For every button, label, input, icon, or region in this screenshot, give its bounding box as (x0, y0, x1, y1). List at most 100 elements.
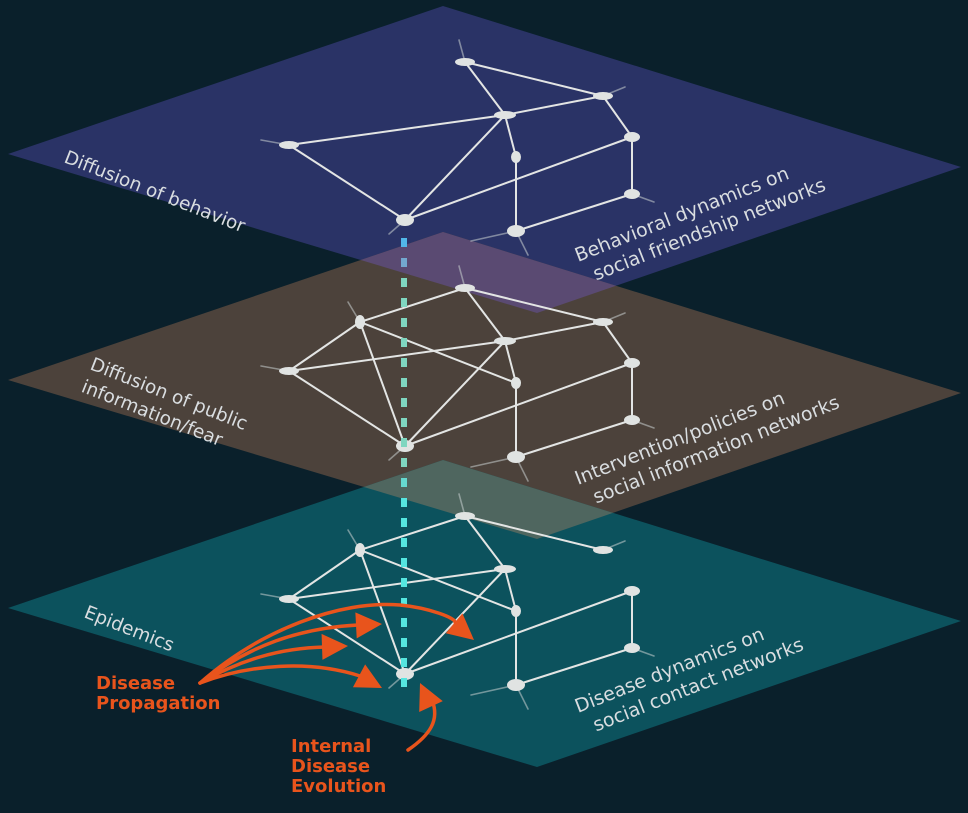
edge-J-A (359, 515, 466, 551)
edge-C-D (288, 340, 506, 372)
node-D (279, 595, 299, 603)
edge-J-D (288, 321, 361, 372)
node-C (494, 565, 516, 573)
propagation-arrow-1-head (445, 613, 474, 640)
edge-J-F (359, 321, 517, 384)
evolution-arrow-shaft (406, 698, 437, 752)
edge-G-I (515, 419, 633, 458)
propagation-arrow-2-shaft (198, 623, 360, 685)
propagation-line-2: Propagation (96, 693, 220, 714)
edge-C-B (504, 321, 604, 342)
edge-G-I (515, 647, 633, 686)
propagation-arrow-2-head (355, 612, 382, 639)
node-G (624, 189, 640, 199)
coupling-dash (401, 558, 407, 567)
evolution-arrow-head (419, 683, 443, 713)
edge-C-F (504, 340, 517, 384)
node-B (593, 92, 613, 100)
edge-C-F (504, 114, 517, 158)
coupling-dash (401, 438, 407, 447)
node-F (511, 605, 521, 617)
evolution-line-3: Evolution (291, 776, 386, 797)
coupling-dash (401, 458, 407, 467)
node-C (494, 111, 516, 119)
network-behavior (260, 39, 655, 256)
node-J (355, 315, 365, 329)
propagation-arrow-3-head (321, 633, 348, 660)
node-A (455, 284, 475, 292)
overlap-information-epidemics (363, 460, 613, 539)
node-E (624, 586, 640, 596)
coupling-dash (401, 538, 407, 547)
edge-J-F (359, 549, 517, 612)
node-B (593, 318, 613, 326)
edge-D-H (288, 144, 406, 221)
coupling-dash (401, 318, 407, 327)
edge-C-H (404, 114, 506, 221)
edge-C-D (288, 568, 506, 600)
edge-C-B (504, 95, 604, 116)
propagation-arrow-3-shaft (198, 645, 327, 685)
coupling-dash (401, 678, 407, 687)
layer-planes (8, 6, 961, 767)
edge-E-H (404, 136, 633, 221)
edge-D-H (288, 598, 406, 675)
node-D (279, 367, 299, 375)
disease-propagation-label: Disease Propagation (96, 673, 220, 714)
evolution-line-2: Disease (291, 756, 370, 777)
edge-E-H (404, 362, 633, 447)
coupling-dash (401, 378, 407, 387)
coupling-dash (401, 238, 407, 247)
coupling-dash (401, 638, 407, 647)
node-F (511, 377, 521, 389)
interlayer-coupling-line (401, 238, 407, 687)
plane-information (8, 232, 961, 539)
network-information (260, 265, 655, 482)
edge-C-F (504, 568, 517, 612)
node-B (593, 546, 613, 554)
edge-A-C (464, 61, 506, 116)
node-E (624, 132, 640, 142)
coupling-dash (401, 398, 407, 407)
overlap-behavior-information (360, 232, 617, 313)
node-A (455, 58, 475, 66)
internal-disease-evolution-label: Internal Disease Evolution (291, 736, 386, 797)
coupling-dash (401, 498, 407, 507)
coupling-dash (401, 418, 407, 427)
propagation-arrow-4-head (352, 664, 382, 688)
layer-networks (260, 39, 655, 710)
node-D (279, 141, 299, 149)
node-J (355, 543, 365, 557)
coupling-dash (401, 658, 407, 667)
node-I (507, 451, 525, 463)
edge-E-H (404, 590, 633, 675)
coupling-dash (401, 598, 407, 607)
propagation-arrow-1-shaft (198, 602, 457, 685)
coupling-dash (401, 278, 407, 287)
coupling-dash (401, 478, 407, 487)
node-A (455, 512, 475, 520)
node-I (507, 225, 525, 237)
edge-J-A (359, 287, 466, 323)
node-G (624, 643, 640, 653)
node-H (396, 668, 414, 680)
edge-J-H (359, 321, 406, 447)
propagation-line-1: Disease (96, 673, 175, 694)
edge-G-I (515, 193, 633, 232)
edge-B-E (602, 95, 633, 138)
edge-J-H (359, 549, 406, 675)
edge-B-E (602, 321, 633, 364)
edge-A-C (464, 287, 506, 342)
coupling-dash (401, 618, 407, 627)
edge-A-B (464, 287, 604, 323)
edge-A-B (464, 61, 604, 97)
node-C (494, 337, 516, 345)
edge-D-H (288, 370, 406, 447)
plane-behavior (8, 6, 961, 313)
node-F (511, 151, 521, 163)
propagation-arrow-4-shaft (198, 664, 362, 685)
coupling-dash (401, 518, 407, 527)
edge-A-C (464, 515, 506, 570)
